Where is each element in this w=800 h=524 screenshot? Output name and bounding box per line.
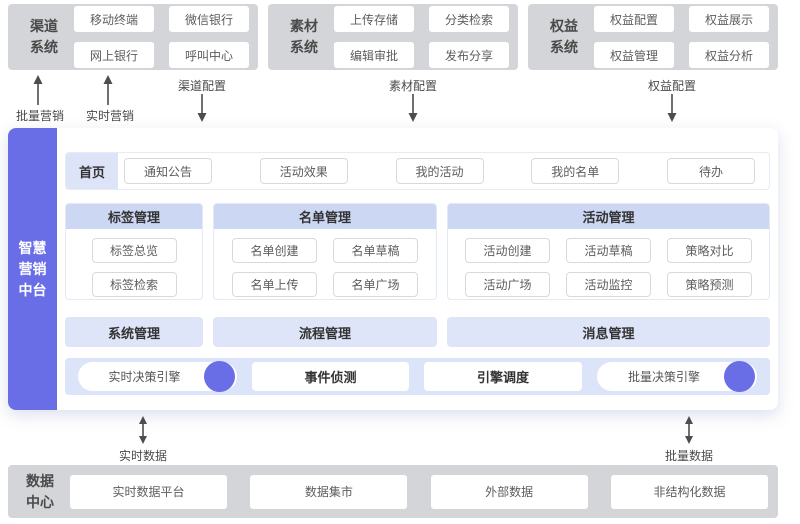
home-row: 首页 通知公告 活动效果 我的活动 我的名单 待办 [65, 152, 770, 190]
home-item-todo: 待办 [667, 158, 755, 184]
realtime-decision-engine-label: 实时决策引擎 [108, 370, 181, 384]
campaign-item: 活动草稿 [566, 238, 651, 263]
flow-label-channel-config: 渠道配置 [177, 79, 226, 93]
campaign-item: 策略对比 [667, 238, 752, 263]
process-management-bar: 流程管理 [213, 317, 437, 347]
data-center-item-external-data: 外部数据 [430, 474, 588, 509]
home-item-my-campaigns: 我的活动 [395, 158, 484, 184]
channel-item: 呼叫中心 [169, 42, 249, 68]
home-item-notice: 通知公告 [124, 158, 212, 184]
tag-item: 标签总览 [91, 238, 177, 263]
flow-label-realtime-marketing: 实时营销 [85, 109, 134, 123]
material-item: 分类检索 [429, 6, 509, 32]
arrow-down-icon [408, 94, 418, 122]
list-item: 名单广场 [333, 272, 418, 297]
arrow-up-icon [103, 75, 113, 105]
arrow-up-down-icon [685, 416, 693, 444]
batch-decision-engine: 批量决策引擎 [597, 361, 757, 392]
list-management-title: 名单管理 [214, 204, 436, 229]
tag-management-items: 标签总览 标签检索 [66, 229, 202, 297]
data-center-item-data-mart: 数据集市 [250, 474, 408, 509]
home-items: 通知公告 活动效果 我的活动 我的名单 待办 [118, 158, 769, 184]
campaign-item: 活动创建 [465, 238, 550, 263]
tag-item: 标签检索 [91, 272, 177, 297]
benefit-item: 权益配置 [594, 6, 674, 32]
home-item-campaign-effect: 活动效果 [259, 158, 348, 184]
arrow-down-icon [197, 94, 207, 122]
flow-label-benefit-config: 权益配置 [647, 79, 696, 93]
benefit-item: 权益管理 [594, 42, 674, 68]
smart-marketing-platform-panel: 智慧营销中台 首页 通知公告 活动效果 我的活动 我的名单 待办 标签管理 标签… [8, 128, 778, 410]
campaign-item: 策略预测 [667, 272, 752, 297]
event-detection-box: 事件侦测 [252, 362, 409, 391]
batch-decision-engine-label: 批量决策引擎 [627, 370, 700, 384]
benefit-system-box: 权益系统 权益配置 权益展示 权益管理 权益分析 [528, 4, 778, 70]
data-center-item-unstructured-data: 非结构化数据 [610, 474, 768, 509]
platform-title-sidebar: 智慧营销中台 [8, 128, 57, 410]
data-center-item-realtime-platform: 实时数据平台 [70, 474, 227, 509]
list-item: 名单上传 [232, 272, 317, 297]
benefit-system-title: 权益系统 [550, 18, 578, 55]
engine-dot-icon [204, 361, 235, 392]
platform-title: 智慧营销中台 [18, 239, 47, 298]
channel-system-title: 渠道系统 [30, 18, 58, 55]
engine-strip: 实时决策引擎 事件侦测 引擎调度 批量决策引擎 [65, 358, 770, 395]
list-item: 名单创建 [232, 238, 317, 263]
flow-label-batch-data: 批量数据 [664, 449, 713, 463]
engine-scheduling-box: 引擎调度 [424, 362, 582, 391]
campaign-item: 活动监控 [566, 272, 651, 297]
flow-label-batch-marketing: 批量营销 [15, 109, 64, 123]
material-system-title: 素材系统 [290, 18, 318, 55]
home-item-my-lists: 我的名单 [531, 158, 620, 184]
data-center-box: 数据中心 实时数据平台 数据集市 外部数据 非结构化数据 [8, 465, 778, 518]
campaign-item: 活动广场 [465, 272, 550, 297]
channel-item: 移动终端 [74, 6, 154, 32]
material-item: 编辑审批 [334, 42, 414, 68]
arrow-down-icon [667, 94, 677, 122]
benefit-item: 权益展示 [689, 6, 769, 32]
material-system-items: 上传存储 分类检索 编辑审批 发布分享 [334, 6, 509, 68]
list-management-items: 名单创建 名单草稿 名单上传 名单广场 [214, 229, 436, 297]
channel-system-items: 移动终端 微信银行 网上银行 呼叫中心 [74, 6, 249, 68]
tag-management-title: 标签管理 [66, 204, 202, 229]
channel-item: 网上银行 [74, 42, 154, 68]
benefit-system-items: 权益配置 权益展示 权益管理 权益分析 [594, 6, 769, 68]
material-system-box: 素材系统 上传存储 分类检索 编辑审批 发布分享 [268, 4, 518, 70]
data-center-title: 数据中心 [26, 472, 54, 510]
list-management-section: 名单管理 名单创建 名单草稿 名单上传 名单广场 [213, 203, 437, 300]
channel-system-box: 渠道系统 移动终端 微信银行 网上银行 呼叫中心 [8, 4, 258, 70]
channel-item: 微信银行 [169, 6, 249, 32]
flow-label-material-config: 素材配置 [388, 79, 437, 93]
home-tab: 首页 [66, 153, 118, 189]
message-management-bar: 消息管理 [447, 317, 770, 347]
tag-management-section: 标签管理 标签总览 标签检索 [65, 203, 203, 300]
arrow-up-icon [33, 75, 43, 105]
campaign-management-section: 活动管理 活动创建 活动草稿 策略对比 活动广场 活动监控 策略预测 [447, 203, 770, 300]
realtime-decision-engine: 实时决策引擎 [78, 361, 237, 392]
benefit-item: 权益分析 [689, 42, 769, 68]
list-item: 名单草稿 [333, 238, 418, 263]
campaign-management-items: 活动创建 活动草稿 策略对比 活动广场 活动监控 策略预测 [448, 229, 769, 297]
flow-label-realtime-data: 实时数据 [118, 449, 167, 463]
data-center-items: 实时数据平台 数据集市 外部数据 非结构化数据 [70, 474, 768, 509]
campaign-management-title: 活动管理 [448, 204, 769, 229]
system-management-bar: 系统管理 [65, 317, 203, 347]
engine-dot-icon [724, 361, 755, 392]
material-item: 上传存储 [334, 6, 414, 32]
material-item: 发布分享 [429, 42, 509, 68]
arrow-up-down-icon [139, 416, 147, 444]
